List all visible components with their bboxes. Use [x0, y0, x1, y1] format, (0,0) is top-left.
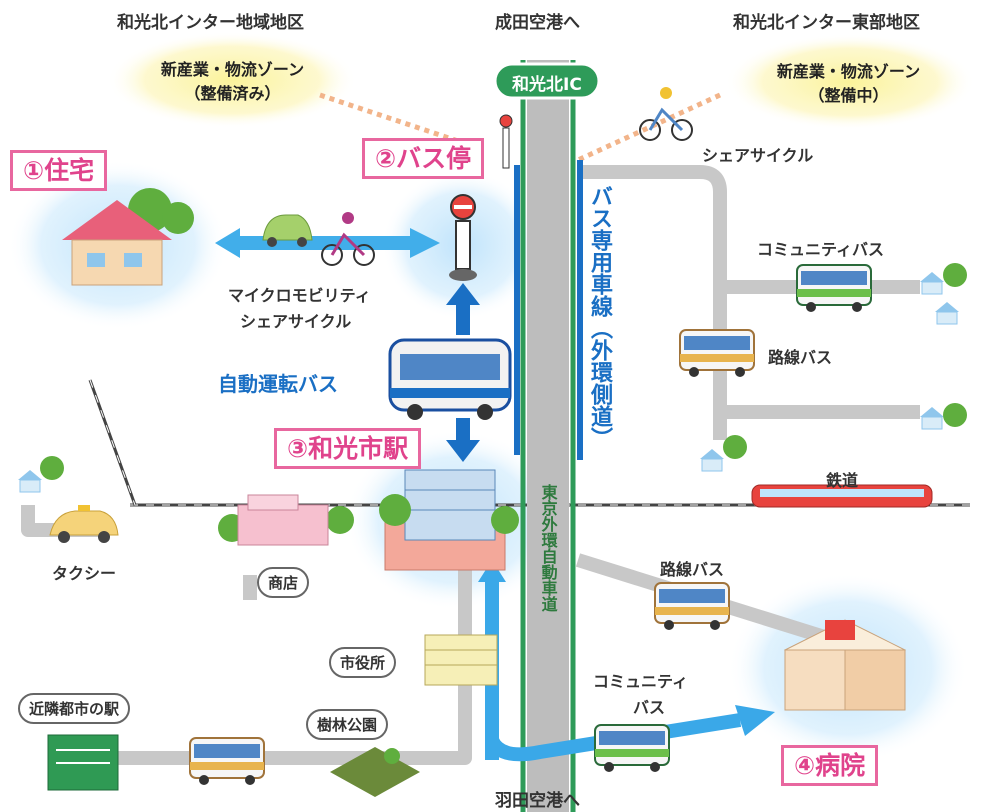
pill-city-hall: 市役所: [329, 647, 397, 678]
zone-left-glow: [107, 32, 357, 128]
zone-right-line2: （整備中）: [808, 86, 889, 105]
label-expressway: 東京外環自動車道: [538, 484, 558, 612]
community-bus-lower-icon: [594, 724, 670, 772]
city-hall-icon: [424, 634, 498, 686]
bicycle-rider-icon: [321, 212, 375, 266]
shop-building-icon: [237, 494, 329, 546]
label-community-bus-lower-2: バス: [633, 698, 666, 717]
label-taxi: タクシー: [52, 564, 117, 583]
zone-right-glow: [725, 34, 975, 130]
zone-right-line1: 新産業・物流ゾーン: [776, 62, 921, 81]
house-icon: [62, 200, 172, 286]
community-bus-top-icon: [796, 264, 872, 312]
label-share-cycle-left: シェアサイクル: [240, 312, 352, 331]
zone-right-connector: [576, 92, 722, 163]
ic-badge-bg: [493, 62, 601, 100]
pill-park: 樹林公園: [306, 709, 389, 740]
expressway-road: [527, 60, 569, 812]
station-building-icon: [379, 469, 519, 571]
label-community-bus-lower-1: コミュニティ: [593, 672, 689, 691]
route-bus-right-icon: [679, 329, 755, 377]
taxi-icon: [49, 505, 119, 543]
route-bus-bottom-icon: [189, 737, 265, 785]
direction-top: 成田空港へ: [495, 13, 580, 33]
bus-stop-sign-icon: [449, 194, 477, 281]
label-micromobility: マイクロモビリティ: [228, 286, 371, 305]
place-bus-stop: ②バス停: [362, 138, 485, 179]
route-bus-lower-icon: [654, 582, 730, 630]
place-wako-station: ③和光市駅: [274, 428, 422, 469]
micro-car-icon: [262, 214, 313, 247]
area-left-title: 和光北インター地域地区: [117, 13, 304, 33]
small-house-group: [18, 272, 959, 493]
pill-neighbor-station: 近隣都市の駅: [18, 693, 131, 724]
zone-left-line2: （整備済み）: [184, 84, 281, 103]
interchange-label: 和光北IC: [512, 75, 582, 95]
label-route-bus-lower: 路線バス: [660, 560, 725, 579]
bus-lane-left: [514, 165, 520, 455]
area-right-title: 和光北インター東部地区: [733, 13, 920, 33]
label-railway: 鉄道: [826, 471, 859, 490]
label-bus-lane: バス専用車線（外環側道）: [587, 185, 612, 449]
zone-left-connector: [319, 92, 471, 148]
park-icon: [330, 747, 420, 797]
label-autonomous-bus: 自動運転バス: [218, 372, 338, 396]
small-bus-stop-icon: [499, 114, 513, 169]
train-icon: [751, 484, 933, 508]
pill-shop: 商店: [257, 567, 310, 598]
label-route-bus-right: 路線バス: [768, 348, 833, 367]
label-community-bus-top: コミュニティバス: [757, 240, 885, 259]
neighbor-station-icon: [47, 734, 119, 791]
label-share-cycle-right: シェアサイクル: [702, 146, 814, 165]
zone-left: 新産業・物流ゾーン （整備済み）: [140, 58, 325, 106]
hospital-building-icon: [783, 619, 907, 711]
bicycle-rider-icon-right: [639, 87, 693, 141]
bus-lane-right: [577, 160, 583, 460]
zone-right: 新産業・物流ゾーン （整備中）: [756, 60, 941, 108]
arrow-to-hospital: [485, 713, 742, 762]
direction-bottom: 羽田空港へ: [495, 791, 580, 811]
zone-left-line1: 新産業・物流ゾーン: [160, 60, 305, 79]
arrow-to-bus-stop: [446, 283, 480, 335]
place-housing: ①住宅: [10, 150, 108, 191]
arrow-to-station: [446, 418, 480, 462]
autonomous-bus-icon: [388, 338, 512, 420]
place-hospital: ④病院: [781, 745, 879, 786]
micromobility-arrow: [215, 228, 440, 258]
